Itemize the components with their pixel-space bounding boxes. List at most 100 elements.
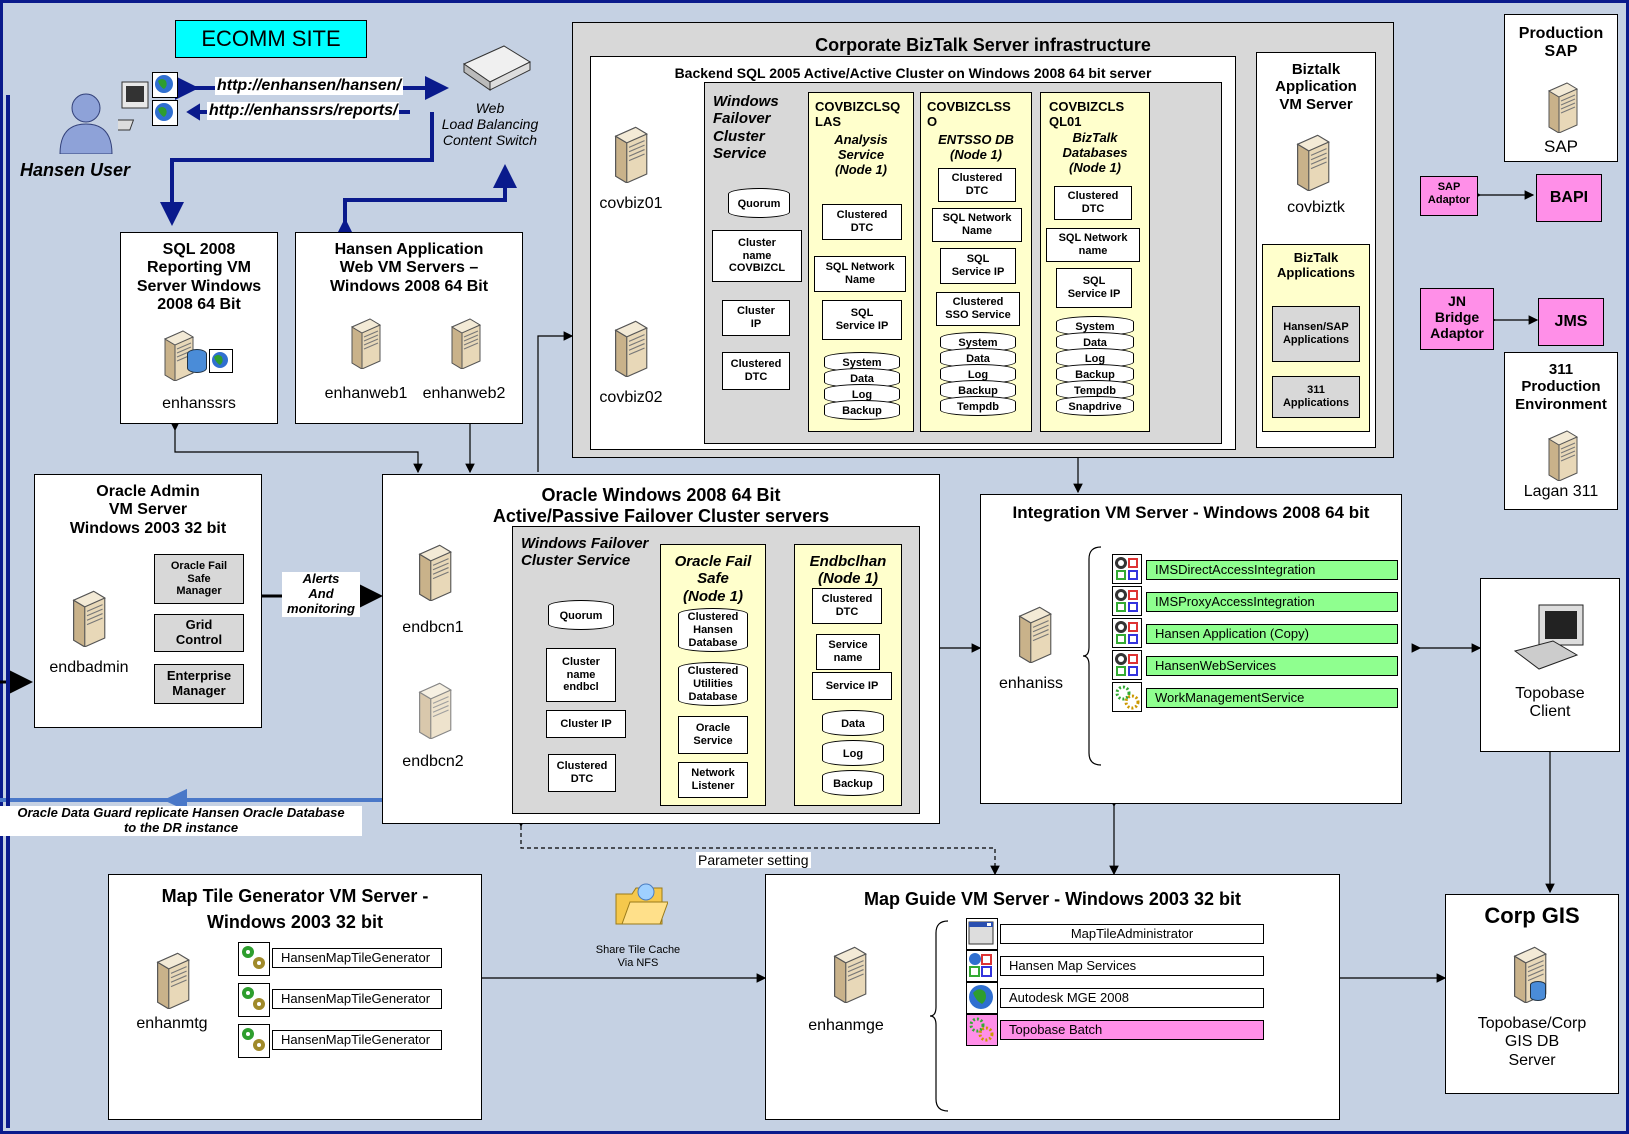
gears-icon — [238, 983, 270, 1017]
jn-bridge-adaptor-box: JN Bridge Adaptor — [1420, 288, 1494, 350]
map-tile-generator-item: HansenMapTileGenerator — [272, 1030, 442, 1050]
database-cylinder: Backup — [822, 770, 884, 796]
wfcs-label: Windows Failover Cluster Service — [713, 93, 779, 162]
biztalk-title: Corporate BizTalk Server infrastructure — [815, 35, 1151, 55]
integration-service-item: HansenWebServices — [1146, 656, 1398, 676]
server-icon — [1543, 429, 1579, 481]
window-icon — [966, 918, 998, 950]
alerts-label: Alerts And monitoring — [282, 571, 360, 617]
server-name: enhanmtg — [136, 1015, 208, 1032]
server-icon — [413, 681, 453, 739]
node-subtitle: BizTalk Databases (Node 1) — [1062, 130, 1128, 175]
integration-service-item: IMSProxyAccessIntegration — [1146, 592, 1398, 612]
topobase-client-label: Topobase Client — [1515, 685, 1585, 721]
map-tile-generator-item: HansenMapTileGenerator — [272, 948, 442, 968]
oracle-fail-safe-manager-box: Oracle Fail Safe Manager — [154, 554, 244, 604]
enterprise-manager-box: Enterprise Manager — [154, 664, 244, 704]
url-hansen-link[interactable]: http://enhansen/hansen/ — [215, 77, 404, 95]
server-name: covbiz02 — [599, 389, 663, 406]
server-name: enhanweb2 — [422, 385, 506, 402]
map-services-icon — [966, 950, 998, 982]
integration-service-item: IMSDirectAccessIntegration — [1146, 560, 1398, 580]
app-311-box: 311 Applications — [1272, 376, 1360, 418]
switch-label: Web Load Balancing Content Switch — [441, 100, 539, 149]
server-name: enhanssrs — [162, 395, 236, 412]
database-icon — [187, 349, 207, 373]
user-icon — [56, 90, 116, 155]
integration-title: Integration VM Server - Windows 2008 64 … — [1012, 503, 1370, 522]
server-name: Lagan 311 — [1523, 483, 1599, 500]
service-ip-box: Service IP — [812, 672, 892, 700]
node-subtitle: Analysis Service (Node 1) — [834, 132, 888, 177]
node-subtitle: ENTSSO DB (Node 1) — [938, 132, 1014, 162]
gears-icon — [238, 1024, 270, 1058]
service-name-box: Service name — [816, 634, 880, 670]
cluster-ip-box: Cluster IP — [722, 300, 790, 336]
switch-icon — [460, 44, 532, 92]
clustered-dtc-box: Clustered DTC — [822, 204, 902, 240]
service-icon — [1112, 618, 1142, 648]
map-guide-item: Autodesk MGE 2008 — [1000, 988, 1264, 1008]
sql-network-name-box: SQL Network name — [1046, 228, 1140, 262]
topobase-client-box: Topobase Client — [1480, 578, 1620, 752]
ecomm-site-label: ECOMM SITE — [175, 20, 367, 58]
server-icon — [67, 589, 107, 647]
cluster-name-box: Cluster name COVBIZCL — [712, 230, 802, 282]
node-title: COVBIZCLSQ LAS — [815, 99, 901, 129]
brace-icon — [930, 920, 949, 1112]
server-name: enhaniss — [998, 675, 1064, 692]
hansen-sap-app-box: Hansen/SAP Applications — [1272, 306, 1360, 362]
service-icon — [1112, 554, 1142, 584]
sql-service-ip-box: SQL Service IP — [822, 300, 902, 340]
node-title: Oracle Fail Safe (Node 1) — [674, 553, 752, 605]
env-311-title: 311 Production Environment — [1515, 361, 1607, 413]
map-guide-title: Map Guide VM Server - Windows 2003 32 bi… — [864, 889, 1241, 909]
cluster-ip-box: Cluster IP — [546, 710, 626, 738]
map-guide-item: MapTileAdministrator — [1000, 924, 1264, 944]
database-cylinder: Log — [822, 740, 884, 766]
sql-network-name-box: SQL Network Name — [932, 208, 1022, 242]
sap-adaptor-box: SAP Adaptor — [1420, 176, 1478, 216]
integration-service-item: WorkManagementService — [1146, 688, 1398, 708]
url-reports-link[interactable]: http://enhanssrs/reports/ — [207, 102, 400, 120]
biztalk-app-title: Biztalk Application VM Server — [1275, 61, 1357, 113]
server-icon — [828, 945, 868, 1003]
corp-gis-server-label: Topobase/Corp GIS DB Server — [1477, 1015, 1587, 1069]
hansen-web-vm-box: Hansen Application Web VM Servers – Wind… — [295, 232, 523, 424]
sql-reporting-title: SQL 2008 Reporting VM Server Windows 200… — [136, 241, 262, 314]
sql-service-ip-box: SQL Service IP — [1056, 268, 1132, 308]
clustered-dtc-box: Clustered DTC — [722, 352, 790, 390]
oracle-cluster-title: Oracle Windows 2008 64 Bit Active/Passiv… — [492, 485, 830, 526]
globe-icon — [152, 72, 178, 98]
map-tile-title: Map Tile Generator VM Server - Windows 2… — [161, 886, 429, 933]
sql-reporting-vm-box: SQL 2008 Reporting VM Server Windows 200… — [120, 232, 278, 424]
sql-service-ip-box: SQL Service IP — [940, 248, 1016, 284]
service-icon — [1112, 650, 1142, 680]
clustered-dtc-box: Clustered DTC — [938, 168, 1016, 202]
map-guide-item: Hansen Map Services — [1000, 956, 1264, 976]
server-icon — [609, 125, 649, 183]
server-icon — [1013, 605, 1053, 663]
data-guard-label: Oracle Data Guard replicate Hansen Oracl… — [0, 805, 362, 836]
hansen-web-title: Hansen Application Web VM Servers – Wind… — [329, 241, 489, 295]
gears-icon — [1112, 682, 1142, 712]
database-cylinder: Data — [822, 710, 884, 736]
node-title: COVBIZCLSS O — [927, 99, 1011, 129]
server-name: SAP — [1543, 137, 1579, 156]
corp-gis-box: Corp GIS Topobase/Corp GIS DB Server — [1445, 894, 1619, 1094]
server-icon — [609, 319, 649, 377]
service-icon — [1112, 586, 1142, 616]
server-name: enhanmge — [808, 1017, 884, 1034]
network-listener-box: Network Listener — [678, 762, 748, 798]
corp-gis-title: Corp GIS — [1484, 903, 1580, 928]
globe-icon — [209, 349, 233, 373]
globe-icon — [152, 100, 178, 126]
server-icon — [413, 543, 453, 601]
clustered-dtc-box: Clustered DTC — [1054, 186, 1132, 220]
parameter-setting-label: Parameter setting — [696, 852, 811, 868]
workstation-icon — [1513, 604, 1584, 670]
node-title: Endbclhan (Node 1) — [809, 553, 887, 588]
